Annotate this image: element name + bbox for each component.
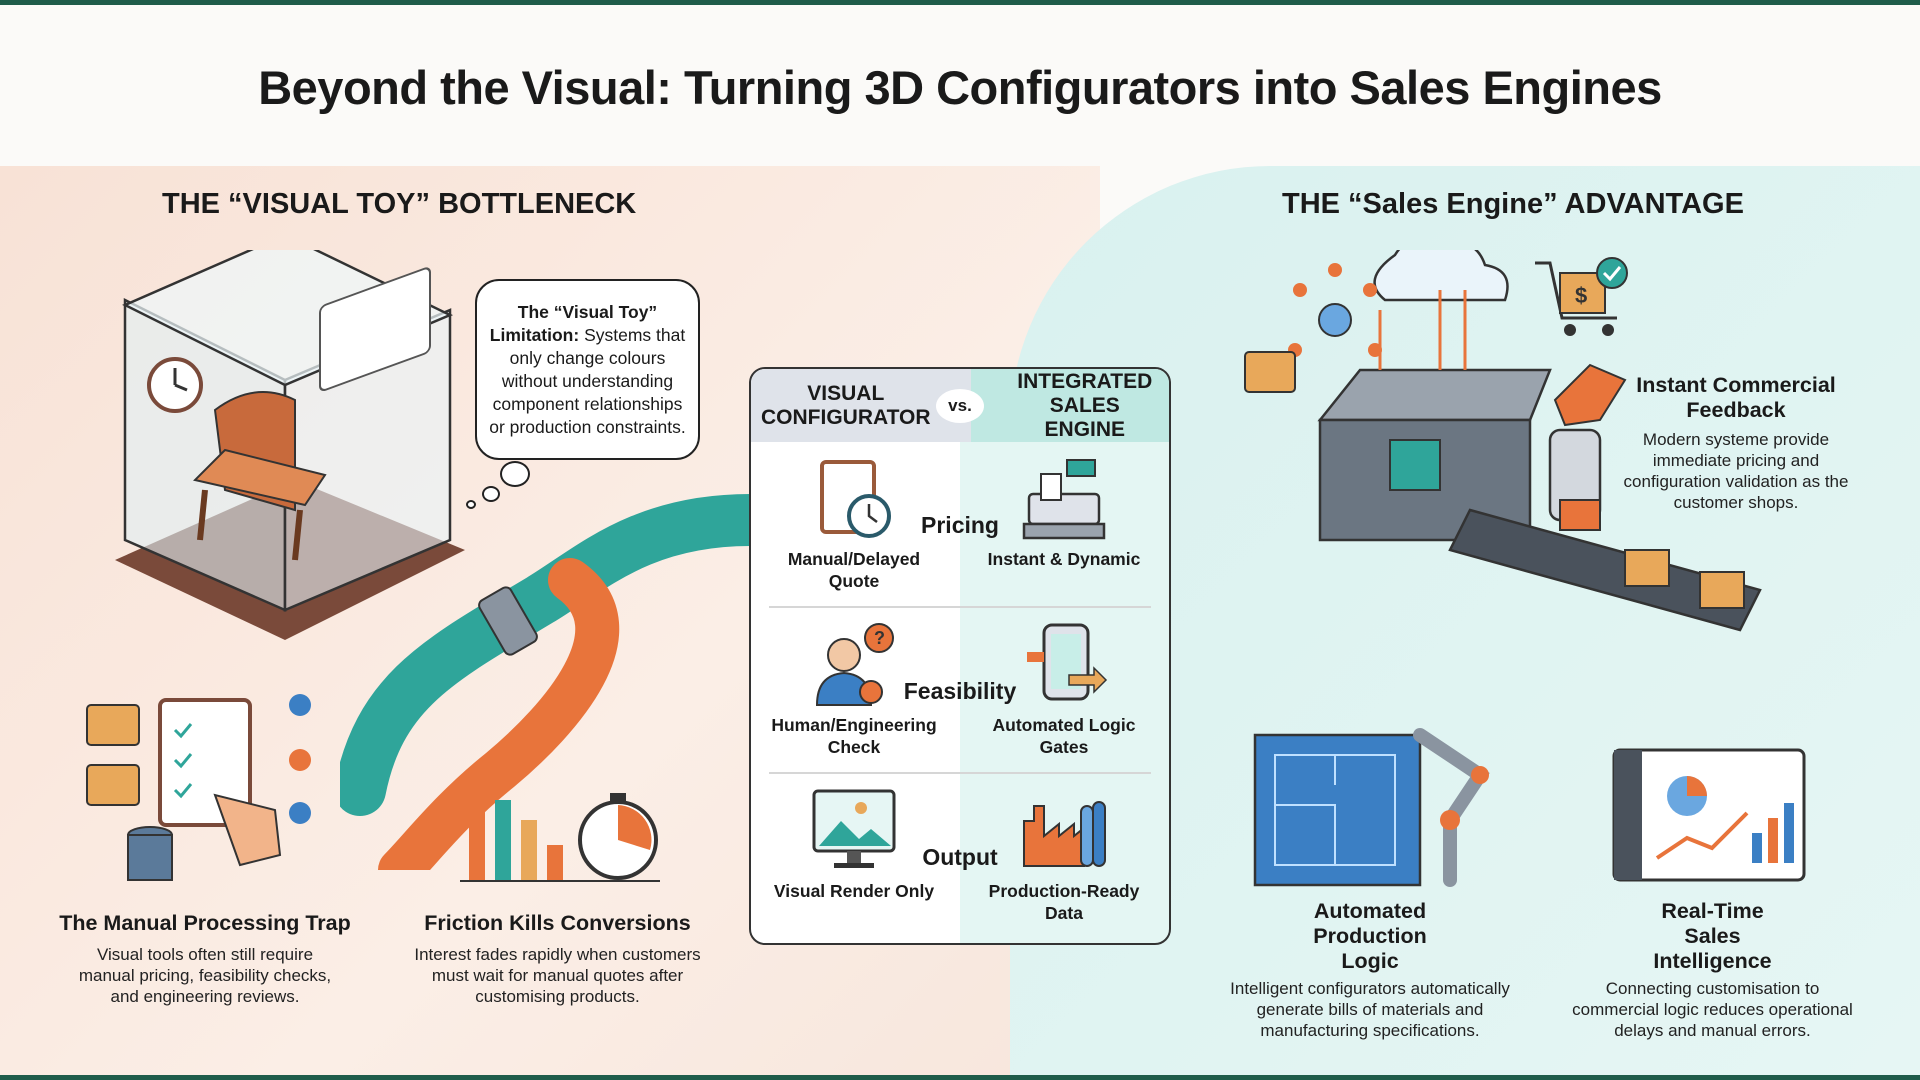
- page-title: Beyond the Visual: Turning 3D Configurat…: [258, 61, 1662, 114]
- declining-bars-stopwatch-illustration: [460, 780, 660, 882]
- logic-gate-tablet-icon: [1027, 623, 1108, 701]
- folder-icon: [86, 764, 140, 806]
- caption-body: Visual tools often still require manual …: [78, 945, 332, 1006]
- instant-feedback-caption: Instant Commercial Feedback Modern syste…: [1600, 373, 1872, 513]
- caption-body: Modern systeme provide immediate pricing…: [1623, 430, 1849, 512]
- folder-icon: [86, 704, 140, 746]
- bubble-bold-text: The “Visual Toy” Limitation:: [489, 302, 658, 345]
- output-left-label: Visual Render Only: [773, 881, 935, 901]
- top-bar: [0, 0, 1920, 5]
- shopping-cart-tag-icon: $: [1535, 257, 1628, 336]
- price-tag-icon: [1553, 363, 1627, 427]
- caption-title: Automated Production Logic: [1313, 899, 1427, 973]
- caption-title: The Manual Processing Trap: [59, 911, 351, 935]
- pricing-left-label: Manual/Delayed Quote: [787, 549, 921, 591]
- caption-body: Intelligent configurators automatically …: [1230, 979, 1510, 1040]
- comparison-header: VISUAL CONFIGURATOR INTEGRATED SALES ENG…: [751, 369, 1169, 442]
- bubble-text: Systems that only change colours without…: [489, 325, 686, 437]
- output-right-label: Production-Ready Data: [988, 881, 1140, 923]
- check-icon: [1596, 257, 1628, 289]
- caption-title: Instant Commercial Feedback: [1636, 373, 1836, 422]
- feasibility-label: Feasibility: [903, 678, 1017, 704]
- bubble-dot: [500, 461, 530, 487]
- comparison-row-feasibility: ? Human/Engineering Check Feasibility Au…: [769, 608, 1151, 774]
- caption-body: Connecting customisation to commercial l…: [1572, 979, 1853, 1040]
- cash-register-icon: [1022, 459, 1106, 540]
- bubble-dot: [482, 486, 500, 502]
- folder-icon: [1244, 351, 1296, 393]
- sales-engine-machine-illustration: [1244, 250, 1762, 632]
- bottom-bar: [0, 1075, 1920, 1080]
- feasibility-left-label: Human/Engineering Check: [771, 715, 937, 757]
- automated-production-caption: Automated Production Logic Intelligent c…: [1215, 899, 1525, 1041]
- bubble-dot: [466, 500, 476, 509]
- feasibility-right-label: Automated Logic Gates: [992, 715, 1136, 757]
- svg-text:$: $: [1575, 283, 1587, 308]
- vs-badge: vs.: [936, 389, 984, 423]
- network-icon: [1318, 303, 1352, 337]
- glass-box-chair-illustration: [115, 250, 465, 640]
- right-heading: THE “Sales Engine” ADVANTAGE: [1282, 188, 1744, 220]
- visual-toy-speech-bubble: The “Visual Toy” Limitation: Systems tha…: [475, 279, 700, 460]
- caption-body: Interest fades rapidly when customers mu…: [414, 945, 701, 1006]
- integrated-sales-engine-header: INTEGRATED SALES ENGINE: [970, 369, 1169, 442]
- output-label: Output: [922, 844, 998, 870]
- left-heading: THE “VISUAL TOY” BOTTLENECK: [162, 188, 637, 220]
- monitor-image-icon: [812, 789, 896, 868]
- clipboard-clock-icon: [820, 460, 891, 538]
- comparison-panel: VISUAL CONFIGURATOR INTEGRATED SALES ENG…: [749, 367, 1171, 945]
- visual-configurator-header: VISUAL CONFIGURATOR: [751, 369, 971, 442]
- caption-title: Real-Time Sales Intelligence: [1653, 899, 1772, 973]
- sales-intelligence-caption: Real-Time Sales Intelligence Connecting …: [1560, 899, 1865, 1041]
- comparison-row-pricing: Manual/Delayed Quote Pricing Instant & D…: [769, 442, 1151, 608]
- data-pipe-illustration: [340, 494, 760, 870]
- factory-blueprint-icon: [1023, 801, 1106, 867]
- pricing-right-label: Instant & Dynamic: [987, 549, 1141, 569]
- friction-caption: Friction Kills Conversions Interest fade…: [410, 911, 705, 1007]
- manual-processing-illustration: [86, 694, 311, 881]
- blueprint-robot-arm-illustration: [1253, 728, 1490, 887]
- caption-title: Friction Kills Conversions: [424, 911, 691, 935]
- analytics-dashboard-icon: [1612, 748, 1806, 882]
- manual-processing-caption: The Manual Processing Trap Visual tools …: [40, 911, 370, 1007]
- engineer-question-icon: ?: [815, 623, 894, 706]
- svg-text:?: ?: [874, 628, 885, 648]
- comparison-row-output: Visual Render Only Output Production-Rea…: [769, 774, 1151, 940]
- pricing-label: Pricing: [921, 512, 999, 538]
